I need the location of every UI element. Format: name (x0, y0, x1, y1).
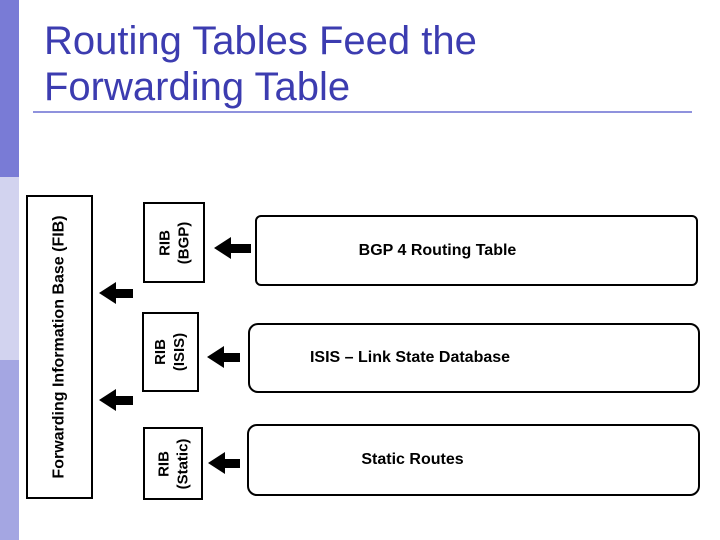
sidebar-accent-middle (0, 177, 19, 360)
arrow-head (99, 282, 116, 304)
arrow-rib-to-fib-top-icon (99, 282, 133, 304)
arrow-tail (231, 243, 251, 253)
arrow-head (214, 237, 231, 259)
arrow-head (207, 346, 224, 368)
arrow-tail (116, 288, 133, 298)
arrow-tail (224, 352, 240, 362)
sidebar-accent-bottom (0, 360, 19, 540)
sidebar-accent-top (0, 0, 19, 177)
arrow-head (99, 389, 116, 411)
rib-isis-label: RIB (ISIS) (152, 332, 189, 372)
title-line-1: Routing Tables Feed the (44, 19, 477, 63)
source-label-isis: ISIS – Link State Database (309, 349, 511, 366)
arrow-bgp-to-rib-icon (214, 237, 251, 259)
arrow-tail (116, 395, 133, 405)
arrow-static-to-rib-icon (208, 452, 240, 474)
slide-title: Routing Tables Feed the Forwarding Table (44, 18, 477, 110)
rib-static-box: RIB (Static) (143, 427, 203, 500)
arrow-rib-to-fib-bottom-icon (99, 389, 133, 411)
source-box-bgp: BGP 4 Routing Table (255, 215, 698, 286)
title-underline (33, 111, 692, 113)
source-box-static: Static Routes (247, 424, 700, 496)
arrow-head (208, 452, 225, 474)
fib-label: Forwarding Information Base (FIB) (50, 215, 68, 479)
arrow-isis-to-rib-icon (207, 346, 240, 368)
fib-box: Forwarding Information Base (FIB) (26, 195, 93, 499)
source-label-static: Static Routes (361, 451, 464, 468)
source-label-bgp: BGP 4 Routing Table (358, 241, 517, 259)
rib-bgp-box: RIB (BGP) (143, 202, 205, 283)
rib-bgp-label: RIB (BGP) (156, 221, 192, 264)
title-line-2: Forwarding Table (44, 65, 351, 109)
rib-isis-box: RIB (ISIS) (142, 312, 199, 392)
arrow-tail (225, 458, 240, 468)
source-box-isis: ISIS – Link State Database (248, 323, 700, 393)
rib-static-label: RIB (Static) (155, 438, 191, 489)
